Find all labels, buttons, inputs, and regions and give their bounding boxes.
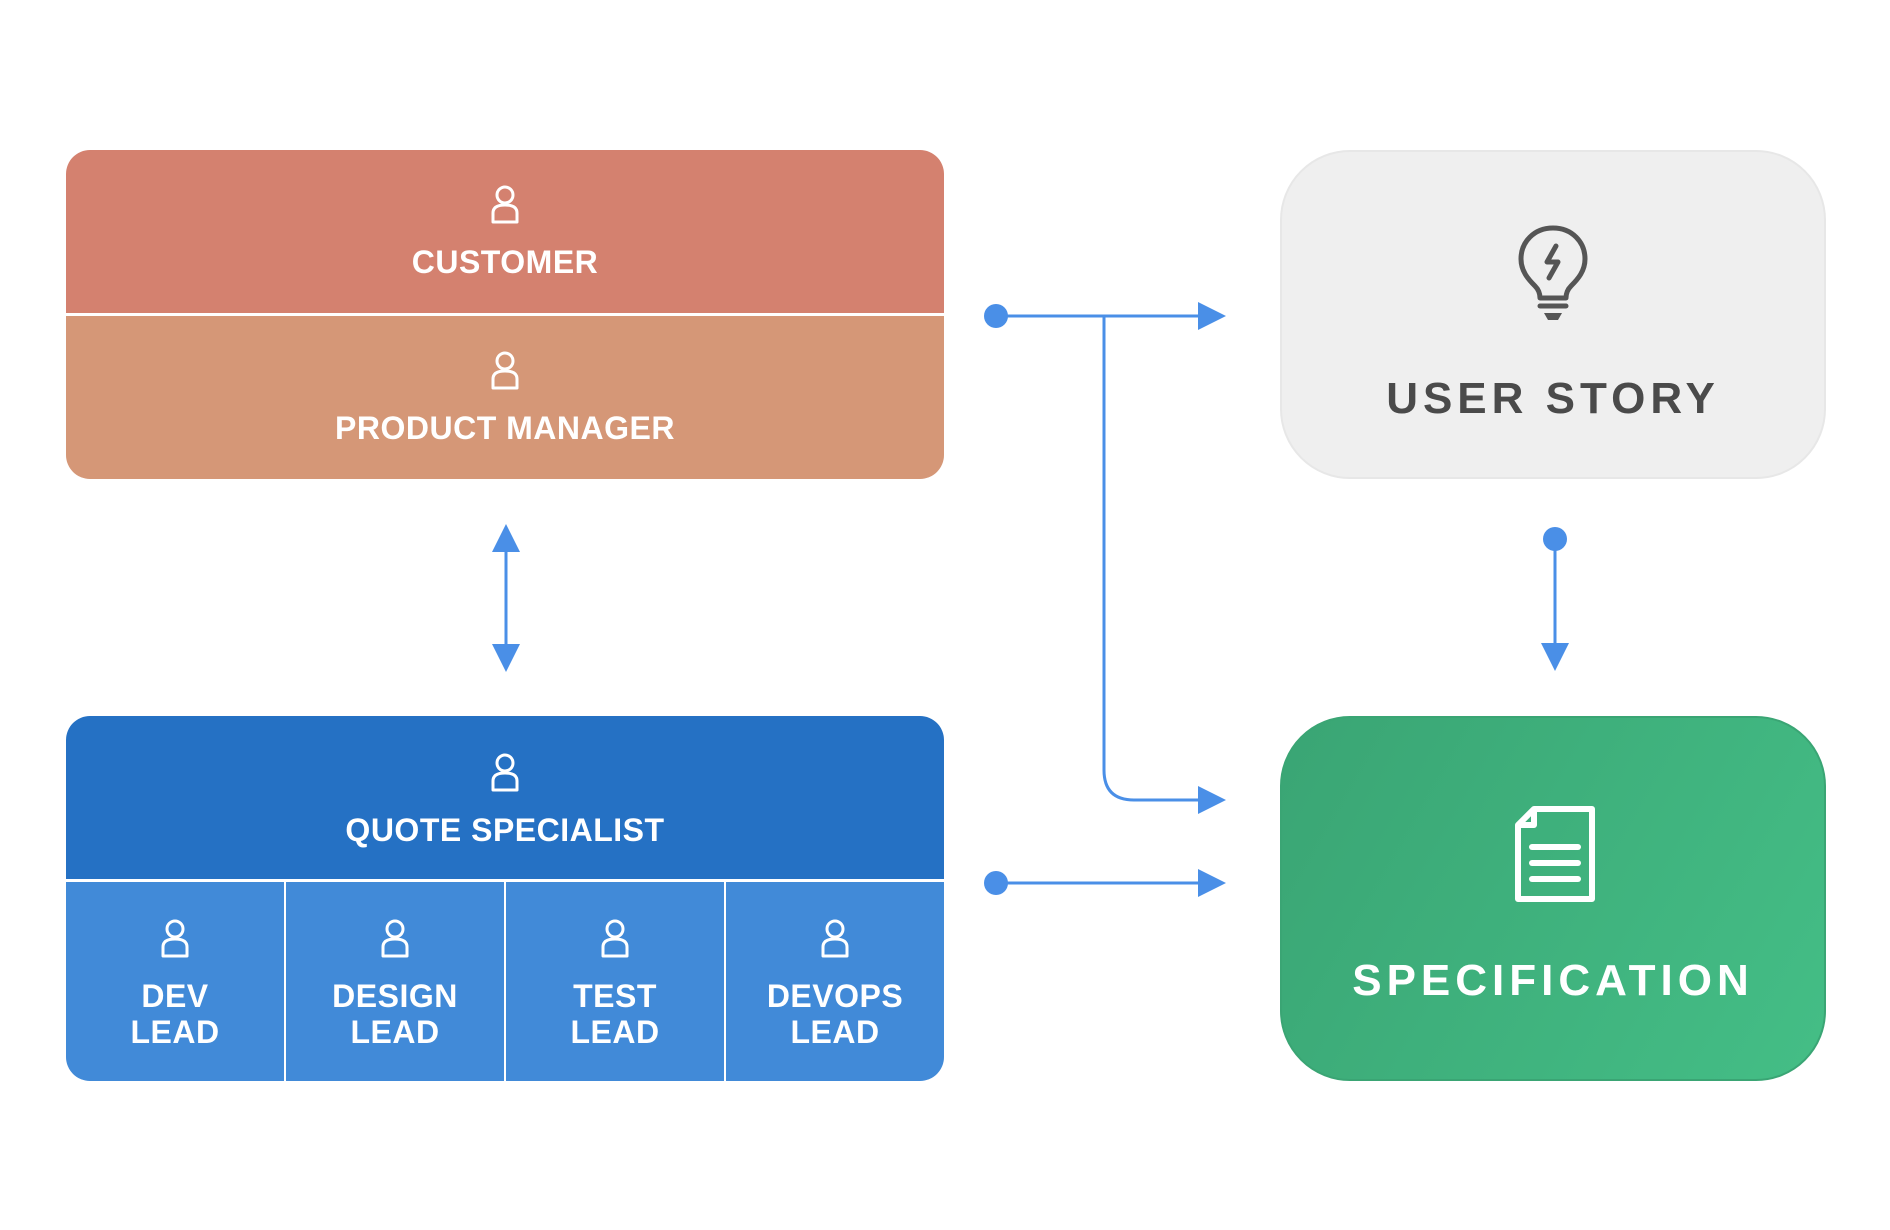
team-lead-dev: DEV LEAD <box>66 882 284 1081</box>
lightbulb-icon <box>1518 225 1588 320</box>
arrow-head-specification-from-story <box>1541 643 1569 671</box>
quote-specialist-section: QUOTE SPECIALIST <box>66 716 944 879</box>
lead-label-line1: DESIGN <box>332 978 458 1014</box>
divider <box>66 313 944 316</box>
lead-label-line2: LEAD <box>570 1014 660 1050</box>
team-lead-design: DESIGN LEAD <box>286 882 504 1081</box>
customer-section: CUSTOMER <box>66 150 944 313</box>
team-lead-devops: DEVOPS LEAD <box>726 882 944 1081</box>
user-story-box: USER STORY <box>1280 150 1826 479</box>
person-icon <box>161 919 189 958</box>
stakeholders-block: CUSTOMER PRODUCT MANAGER <box>66 150 944 479</box>
lead-label-line1: DEV <box>141 978 209 1014</box>
arrow-head-user-story <box>1198 302 1226 330</box>
user-story-label: USER STORY <box>1386 374 1720 423</box>
lead-label-line2: LEAD <box>790 1014 880 1050</box>
lead-label-line1: TEST <box>573 978 657 1014</box>
quote-specialist-label: QUOTE SPECIALIST <box>345 812 665 848</box>
person-icon <box>491 185 519 224</box>
person-icon <box>491 351 519 390</box>
specification-label: SPECIFICATION <box>1352 956 1754 1005</box>
team-block: QUOTE SPECIALIST DEV LEAD DESIGN LEAD TE… <box>66 716 944 1081</box>
person-icon <box>381 919 409 958</box>
arrow-head-specification-top <box>1198 786 1226 814</box>
product-manager-label: PRODUCT MANAGER <box>335 410 675 446</box>
team-lead-test: TEST LEAD <box>506 882 724 1081</box>
person-icon <box>821 919 849 958</box>
arrow-head-up <box>492 524 520 552</box>
person-icon <box>601 919 629 958</box>
lead-label-line2: LEAD <box>130 1014 220 1050</box>
specification-box: SPECIFICATION <box>1280 716 1826 1081</box>
arrow-head-down <box>492 644 520 672</box>
arrow-stakeholders-to-specification <box>1102 316 1200 802</box>
product-manager-section: PRODUCT MANAGER <box>66 316 944 479</box>
arrow-head-specification-bottom <box>1198 869 1226 897</box>
customer-label: CUSTOMER <box>411 244 599 280</box>
person-icon <box>491 753 519 792</box>
document-icon <box>1515 806 1595 902</box>
lead-label-line2: LEAD <box>350 1014 440 1050</box>
lead-label-line1: DEVOPS <box>766 978 904 1014</box>
